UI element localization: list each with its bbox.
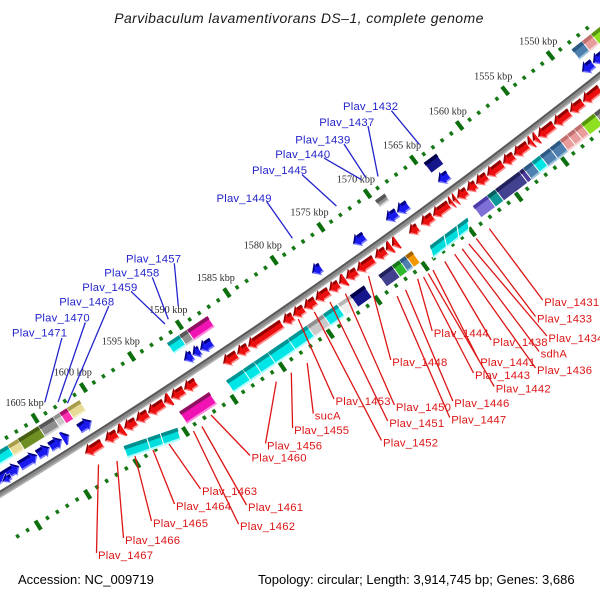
svg-text:1580 kbp: 1580 kbp [244,241,282,252]
svg-text:Plav_1450: Plav_1450 [396,402,451,414]
svg-text:1585 kbp: 1585 kbp [197,273,235,284]
svg-text:Accession: NC_009719: Accession: NC_009719 [18,572,154,587]
svg-text:1555 kbp: 1555 kbp [474,72,512,83]
svg-text:1575 kbp: 1575 kbp [290,208,328,219]
svg-text:Plav_1470: Plav_1470 [35,313,90,325]
svg-text:Plav_1438: Plav_1438 [493,337,548,349]
svg-text:1595 kbp: 1595 kbp [102,337,140,348]
svg-text:Plav_1440: Plav_1440 [275,149,330,161]
svg-text:1565 kbp: 1565 kbp [383,141,421,152]
svg-text:Plav_1460: Plav_1460 [252,453,307,465]
svg-text:Plav_1456: Plav_1456 [267,441,322,453]
svg-text:Plav_1471: Plav_1471 [12,328,67,340]
svg-text:1550 kbp: 1550 kbp [519,37,557,48]
svg-text:Plav_1455: Plav_1455 [294,425,349,437]
svg-text:Plav_1433: Plav_1433 [537,314,592,326]
svg-text:Plav_1465: Plav_1465 [153,518,208,530]
svg-text:Plav_1467: Plav_1467 [98,550,153,562]
svg-text:Plav_1444: Plav_1444 [434,328,489,340]
svg-text:Plav_1449: Plav_1449 [217,193,272,205]
svg-text:Parvibaculum lavamentivorans D: Parvibaculum lavamentivorans DS–1, compl… [114,10,484,26]
svg-text:1590 kbp: 1590 kbp [149,305,187,316]
svg-text:Plav_1446: Plav_1446 [454,398,509,410]
svg-text:Plav_1463: Plav_1463 [202,486,257,498]
svg-text:Topology: circular; Length: 3,: Topology: circular; Length: 3,914,745 bp… [258,572,575,587]
svg-text:Plav_1459: Plav_1459 [82,282,137,294]
svg-text:Plav_1457: Plav_1457 [126,254,181,266]
svg-text:1560 kbp: 1560 kbp [429,106,467,117]
svg-text:Plav_1448: Plav_1448 [392,357,447,369]
svg-text:Plav_1466: Plav_1466 [125,535,180,547]
svg-text:Plav_1431: Plav_1431 [544,297,599,309]
svg-text:1570 kbp: 1570 kbp [337,174,375,185]
svg-text:Plav_1434: Plav_1434 [548,333,600,345]
svg-text:Plav_1436: Plav_1436 [537,365,592,377]
svg-text:Plav_1441: Plav_1441 [480,357,535,369]
svg-text:sucA: sucA [315,411,341,423]
svg-text:Plav_1461: Plav_1461 [248,502,303,514]
svg-text:Plav_1445: Plav_1445 [252,165,307,177]
svg-text:Plav_1432: Plav_1432 [343,101,398,113]
svg-text:Plav_1443: Plav_1443 [475,370,530,382]
svg-text:1605 kbp: 1605 kbp [5,398,43,409]
svg-text:Plav_1458: Plav_1458 [104,268,159,280]
svg-text:Plav_1451: Plav_1451 [389,418,444,430]
svg-text:Plav_1439: Plav_1439 [295,135,350,147]
svg-text:1600 kbp: 1600 kbp [54,368,92,379]
svg-text:sdhA: sdhA [541,349,568,361]
svg-text:Plav_1452: Plav_1452 [383,438,438,450]
svg-text:Plav_1462: Plav_1462 [240,521,295,533]
svg-text:Plav_1468: Plav_1468 [59,297,114,309]
svg-text:Plav_1464: Plav_1464 [176,501,231,513]
svg-text:Plav_1442: Plav_1442 [496,384,551,396]
svg-text:Plav_1437: Plav_1437 [319,117,374,129]
svg-text:Plav_1447: Plav_1447 [451,415,506,427]
